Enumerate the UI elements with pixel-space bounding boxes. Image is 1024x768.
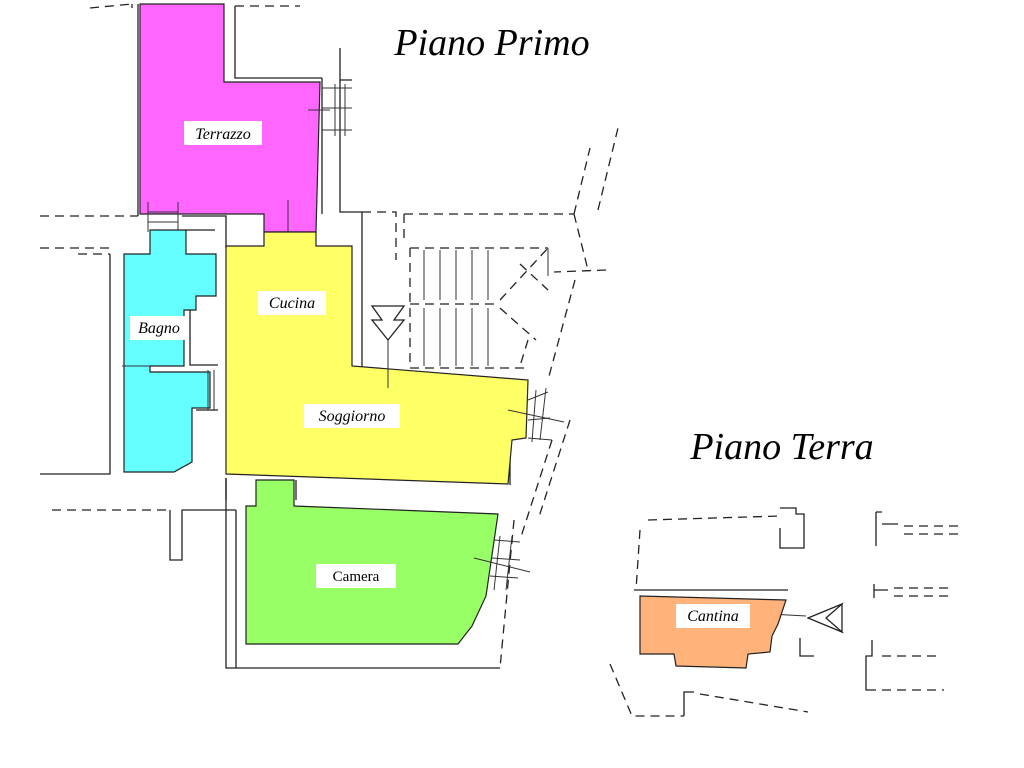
ground-floor-plan: Cantina xyxy=(609,507,964,717)
ground-floor-context-walls xyxy=(609,507,964,717)
cantina-entrance-arrow-tail-icon xyxy=(825,602,843,634)
room-cucina-soggiorno: Cucina Soggiorno xyxy=(225,231,565,485)
room-cucina-soggiorno-area xyxy=(225,231,529,485)
room-cantina: Cantina xyxy=(639,595,787,669)
room-camera-area xyxy=(245,479,499,645)
room-terrazzo-label-box xyxy=(184,121,262,145)
staircase xyxy=(409,247,549,369)
room-bagno-area xyxy=(123,229,217,473)
ground-floor-title: Piano Terra xyxy=(689,426,873,468)
room-soggiorno-label: Soggiorno xyxy=(319,408,386,425)
room-cantina-label: Cantina xyxy=(687,608,739,625)
room-camera-label-box xyxy=(316,564,396,588)
room-bagno-label: Bagno xyxy=(138,320,180,337)
room-soggiorno-label-box xyxy=(304,404,400,428)
room-cucina-label-box xyxy=(258,291,326,315)
upper-floor-context-walls xyxy=(40,3,619,669)
room-bagno: Bagno xyxy=(122,229,217,473)
room-camera-label: Camera xyxy=(333,569,380,585)
room-terrazzo-label: Terrazzo xyxy=(195,126,250,143)
upper-floor-title: Piano Primo xyxy=(393,22,589,64)
room-terrazzo-area xyxy=(139,3,321,233)
room-cantina-label-box xyxy=(676,604,750,628)
room-cucina-label: Cucina xyxy=(269,295,315,312)
room-camera: Camera xyxy=(245,479,531,645)
upper-floor-plan: Terrazzo Bagno Cucina Soggiorno xyxy=(40,3,619,669)
room-bagno-label-box xyxy=(130,316,188,340)
room-terrazzo: Terrazzo xyxy=(139,3,330,260)
entrance-arrow-icon xyxy=(370,305,406,342)
